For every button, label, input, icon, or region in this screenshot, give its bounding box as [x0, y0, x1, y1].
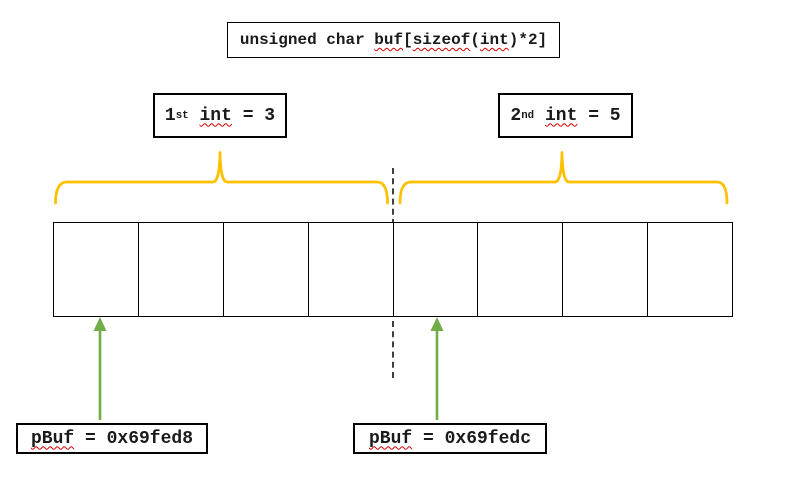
declaration-bracket: [: [403, 31, 413, 49]
memory-cell: [54, 223, 139, 316]
declaration-word-sizeof: sizeof: [412, 31, 471, 49]
pbuf-second-box: pBuf = 0x69fedc: [353, 423, 547, 454]
declaration-paren: (: [470, 31, 480, 49]
declaration-word-int: int: [479, 31, 509, 49]
second-int-value: = 5: [577, 105, 621, 126]
pointer-arrow-second: [430, 317, 444, 420]
declaration-word-buf: buf: [374, 31, 404, 49]
declaration-text-pre: unsigned char: [239, 31, 375, 49]
first-int-value: = 3: [231, 105, 276, 126]
memory-cell: [563, 223, 649, 316]
declaration-text-post: )*2]: [508, 31, 548, 49]
memory-cell: [393, 223, 479, 316]
pbuf-first-word: pBuf: [30, 428, 75, 449]
first-int-word: int: [199, 105, 232, 126]
pbuf-first-box: pBuf = 0x69fed8: [16, 423, 208, 454]
memory-cell: [478, 223, 564, 316]
pbuf-second-word: pBuf: [368, 428, 413, 449]
memory-cell: [308, 223, 394, 316]
left-brace: [54, 151, 389, 205]
memory-cell: [138, 223, 224, 316]
pbuf-second-value: = 0x69fedc: [412, 428, 532, 449]
pointer-arrow-first: [93, 317, 107, 420]
right-brace: [398, 151, 729, 205]
second-int-ordinal: 2: [510, 105, 522, 126]
memory-cell: [648, 223, 732, 316]
memory-row: [53, 222, 733, 317]
pbuf-first-value: = 0x69fed8: [74, 428, 194, 449]
second-int-word: int: [544, 105, 578, 126]
second-int-gap: [534, 106, 545, 126]
declaration-box: unsigned char buf[sizeof(int)*2]: [227, 22, 560, 58]
first-int-gap: [189, 106, 200, 126]
memory-cell: [223, 223, 309, 316]
first-int-ordinal: 1: [164, 105, 176, 126]
